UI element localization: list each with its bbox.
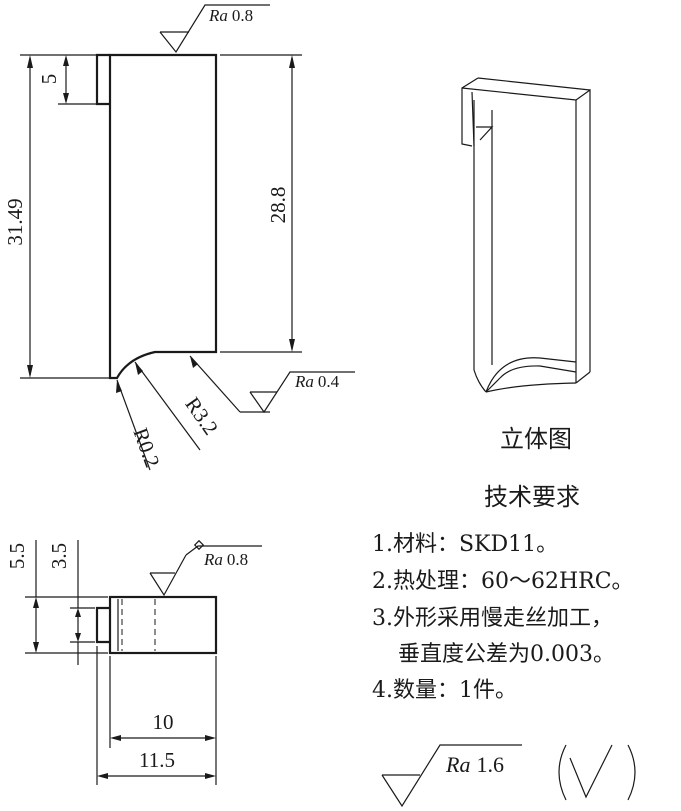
part-body-outline xyxy=(108,53,218,380)
top-view-body xyxy=(108,595,218,655)
tech-requirements: 技术要求 1.材料：SKD11。 2.热处理：60～62HRC。 3.外形采用慢… xyxy=(372,483,634,703)
svg-text:Ra0.4: Ra0.4 xyxy=(294,372,340,391)
tech-req-item-4: 4.数量：1件。 xyxy=(372,678,517,703)
ra-value-curve: 0.4 xyxy=(318,372,340,391)
dim-right-height: 28.8 xyxy=(266,187,290,224)
dim-width-outer: 11.5 xyxy=(139,748,175,772)
leader-roughness-curve xyxy=(189,355,241,413)
leader-radius-large xyxy=(134,361,201,451)
ra-value-top-view: 0.8 xyxy=(227,550,248,569)
tech-req-item-3: 3.外形采用慢走丝加工， xyxy=(372,606,613,631)
ra-label-general: Ra xyxy=(445,752,470,777)
dim-radius-small: R0.2 xyxy=(128,425,164,471)
ra-value-general: 1.6 xyxy=(476,752,504,777)
step-tab-outline xyxy=(95,53,110,106)
dim-overall-height: 31.49 xyxy=(3,198,27,245)
dim-step-height: 5 xyxy=(37,74,61,85)
svg-text:Ra0.8: Ra0.8 xyxy=(203,550,248,569)
ra-label-top: Ra xyxy=(208,6,228,25)
tech-req-item-1: 1.材料：SKD11。 xyxy=(372,532,558,557)
paren-right xyxy=(627,744,636,801)
svg-text:Ra1.6: Ra1.6 xyxy=(445,752,504,777)
dim-height-outer: 5.5 xyxy=(5,543,29,569)
iso-caption: 立体图 xyxy=(500,425,572,453)
check-mark-icon xyxy=(569,744,613,799)
leader-radius-small xyxy=(116,379,151,471)
dim-width-inner: 10 xyxy=(153,710,174,734)
top-view-tab xyxy=(95,606,110,644)
svg-text:Ra0.8: Ra0.8 xyxy=(208,6,253,25)
tech-requirements-title: 技术要求 xyxy=(484,483,580,511)
ra-value-top: 0.8 xyxy=(232,6,253,25)
tech-req-item-3-cont: 垂直度公差为0.003。 xyxy=(398,642,615,667)
isometric-view: 立体图 xyxy=(461,77,591,453)
ra-label-curve: Ra xyxy=(294,372,314,391)
dim-height-inner: 3.5 xyxy=(47,543,71,569)
paren-left xyxy=(558,744,567,801)
tech-req-item-2: 2.热处理：60～62HRC。 xyxy=(372,569,634,594)
ra-label-top-view: Ra xyxy=(203,550,223,569)
